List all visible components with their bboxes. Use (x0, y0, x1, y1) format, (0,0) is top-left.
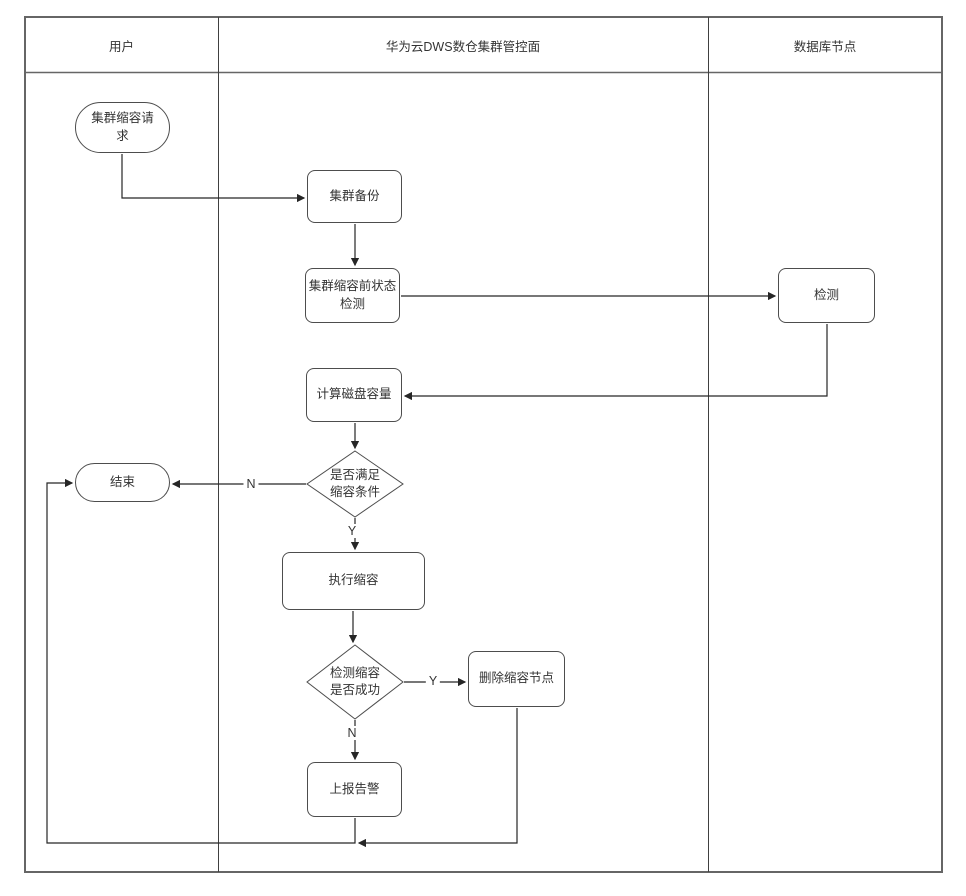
decision-diamond-satisfy-condition (306, 450, 404, 518)
edge-label-success-yes: Y (425, 674, 441, 688)
node-detect: 检测 (778, 268, 875, 323)
node-end: 结束 (75, 463, 170, 502)
node-cond-scale-in-success: 检测缩容是否成功 (327, 656, 383, 708)
node-label: 上报告警 (329, 781, 380, 796)
edge-detect-to-calc-disk (403, 324, 828, 401)
node-label: 检测 (813, 287, 839, 302)
node-label: 结束 (109, 474, 135, 489)
decision-diamond-scale-in-success (306, 644, 404, 720)
node-cluster-backup: 集群备份 (307, 170, 402, 223)
node-label: 计算磁盘容量 (316, 387, 392, 402)
edge-label-success-no: N (344, 726, 360, 740)
node-delete-scale-in-node: 删除缩容节点 (468, 651, 565, 707)
node-execute-scale-in: 执行缩容 (282, 552, 425, 610)
node-label: 集群缩容请求 (91, 111, 154, 143)
edge-start-to-backup (121, 154, 306, 203)
swimlane-outer-frame (24, 16, 943, 873)
edge-delete-node-to-junction (357, 708, 518, 848)
node-cluster-scale-in-request: 集群缩容请求 (75, 102, 170, 153)
node-label: 删除缩容节点 (478, 671, 554, 686)
lane-header-user: 用户 (108, 40, 134, 54)
edge-alarm-loop-to-end (46, 478, 356, 844)
node-pre-scale-in-status-check: 集群缩容前状态检测 (305, 268, 400, 323)
node-cond-satisfy-condition: 是否满足缩容条件 (327, 458, 383, 510)
node-label: 执行缩容 (328, 573, 379, 588)
node-label: 集群备份 (329, 188, 380, 203)
edge-label-satisfy-no: N (243, 477, 259, 491)
node-report-alarm: 上报告警 (307, 762, 402, 817)
node-calc-disk-capacity: 计算磁盘容量 (306, 368, 402, 422)
node-label: 集群缩容前状态检测 (308, 279, 397, 311)
lane-header-dws-control-plane: 华为云DWS数仓集群管控面 (385, 40, 541, 54)
node-label: 是否满足缩容条件 (329, 467, 380, 500)
edge-label-satisfy-yes: Y (344, 524, 360, 538)
lane-header-db-node: 数据库节点 (793, 40, 857, 54)
node-label: 检测缩容是否成功 (329, 665, 380, 698)
